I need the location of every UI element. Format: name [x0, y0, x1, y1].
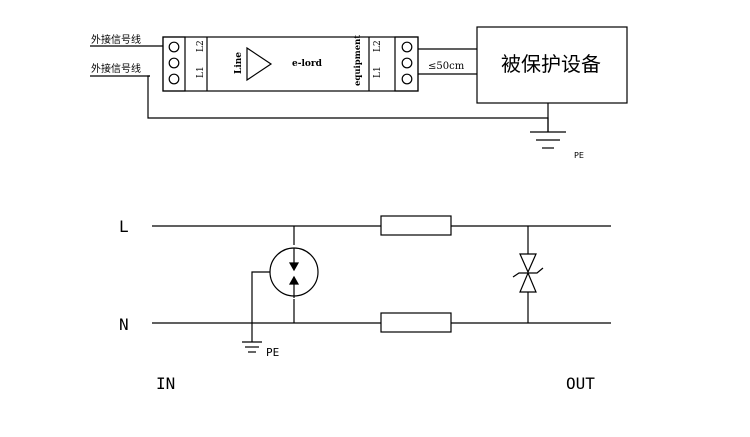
external-wire-label-1: 外接信号线: [91, 33, 141, 46]
tvs-diode-upper-icon: [519, 253, 537, 274]
module-equipment-label: equipment: [353, 35, 363, 86]
protected-device-label: 被保护设备: [501, 52, 601, 76]
in-label: IN: [156, 374, 175, 393]
module-left-l2-label: L2: [196, 40, 206, 52]
n-label: N: [119, 315, 129, 334]
l-series-element: [380, 215, 452, 236]
gdt-arrow-down-icon: [288, 262, 300, 272]
right-terminal-block: [394, 36, 419, 92]
module-line-label: Line: [234, 52, 244, 74]
protected-device-box: [476, 26, 628, 104]
tvs-diode-lower-icon: [519, 271, 537, 293]
left-terminal-1: [168, 41, 180, 53]
module-right-l1-label: L1: [373, 66, 383, 78]
module-brand-label: e-lord: [292, 59, 323, 69]
out-label: OUT: [566, 374, 595, 393]
module-right-l2-label: L2: [373, 40, 383, 52]
right-terminal-3: [401, 73, 413, 85]
tvs-bar: [512, 267, 544, 278]
ground-label-bottom: PE: [266, 346, 279, 359]
left-terminal-2: [168, 57, 180, 69]
left-terminal-3: [168, 73, 180, 85]
external-wire-label-2: 外接信号线: [91, 62, 141, 75]
l-label: L: [119, 217, 129, 236]
right-terminal-1: [401, 41, 413, 53]
gdt-arrow-up-icon: [288, 275, 300, 285]
gdt-ground-lead: [251, 271, 270, 342]
distance-label: ≤50cm: [428, 61, 465, 72]
right-terminal-2: [401, 57, 413, 69]
spd-module: [162, 36, 419, 92]
n-series-element: [380, 312, 452, 333]
left-terminal-block: [162, 36, 186, 92]
ground-label-top: PE: [574, 151, 584, 160]
module-left-l1-label: L1: [196, 66, 206, 78]
amplifier-triangle-icon: [246, 46, 273, 82]
